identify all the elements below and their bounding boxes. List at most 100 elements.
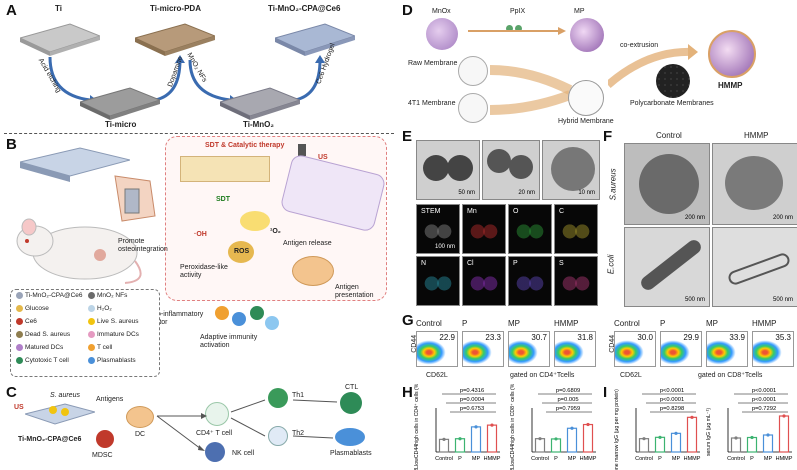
elemental-map-mn: Mn bbox=[462, 204, 506, 254]
x-tick-label: P bbox=[658, 456, 662, 462]
label-sdt: SDT bbox=[216, 196, 230, 203]
label-material-c: Ti-MnO₂-CPA@Ce6 bbox=[18, 436, 82, 443]
y-axis-label: serum IgG (μg mL⁻¹) bbox=[706, 408, 712, 456]
data-point bbox=[538, 437, 542, 441]
flow-percentage: 35.3 bbox=[775, 333, 791, 342]
x-tick-label: MP bbox=[568, 456, 577, 462]
bar bbox=[730, 437, 742, 453]
panel-label-i: I bbox=[603, 384, 608, 401]
th2-cell bbox=[268, 426, 288, 446]
tem-ecoli-hmmp: 500 nm bbox=[712, 227, 797, 307]
p-value: p<0.0001 bbox=[660, 388, 684, 394]
p-value: p=0.6753 bbox=[460, 406, 484, 412]
bar bbox=[470, 426, 482, 453]
dc-cell bbox=[292, 256, 334, 286]
hybrid-membrane-vesicle bbox=[568, 80, 604, 116]
tem-image-2: 20 nm bbox=[482, 140, 540, 200]
x-tick-label: HMMP bbox=[484, 456, 501, 462]
mp-particle bbox=[570, 18, 604, 52]
bar bbox=[762, 434, 774, 453]
panel-label-d: D bbox=[402, 2, 413, 19]
flow-group-label: P bbox=[462, 319, 468, 328]
data-point bbox=[474, 425, 478, 429]
ctl-cell bbox=[340, 392, 362, 414]
ti-plate bbox=[18, 18, 102, 58]
bar bbox=[534, 438, 546, 453]
legend-item: Dead S. aureus bbox=[16, 331, 70, 338]
p-value: p=0.005 bbox=[557, 397, 578, 403]
elemental-map-label: Mn bbox=[467, 208, 477, 215]
panel-g: CD44 CD62L gated on CD4⁺Tcells CD44 CD62… bbox=[398, 312, 797, 384]
label-ti: Ti bbox=[55, 4, 62, 13]
elemental-map-o: O bbox=[508, 204, 552, 254]
data-point bbox=[658, 435, 662, 439]
legend-label: H₂O₂ bbox=[97, 305, 112, 313]
flow-percentage: 22.9 bbox=[439, 333, 455, 342]
label-gated-cd8: gated on CD8⁺Tcells bbox=[698, 372, 763, 379]
label-mnox: MnOx bbox=[432, 8, 451, 15]
label-ti-mno2: Ti-MnO₂ bbox=[243, 120, 274, 129]
panel-label-h: H bbox=[402, 384, 413, 401]
legend-label: T cell bbox=[97, 344, 113, 352]
data-point bbox=[690, 415, 694, 419]
p-value: p=0.4316 bbox=[460, 388, 484, 394]
scale-bar-f3: 500 nm bbox=[684, 297, 705, 303]
bar bbox=[550, 438, 562, 453]
label-dc: DC bbox=[135, 431, 146, 438]
legend-item: Live S. aureus bbox=[88, 318, 139, 325]
label-plasmablasts-c: Plasmablasts bbox=[330, 450, 372, 457]
label-mp: MP bbox=[574, 8, 585, 15]
legend-swatch bbox=[16, 305, 23, 312]
scale-bar-3: 10 nm bbox=[578, 190, 595, 196]
elemental-map-label: S bbox=[559, 260, 564, 267]
panel-a: Ti Ti-micro-PDA Ti-MnO₂-CPA@Ce6 Acid etc… bbox=[0, 0, 398, 132]
bar bbox=[582, 423, 594, 453]
dc-cell-c bbox=[126, 406, 154, 428]
material-plate-c bbox=[25, 403, 95, 425]
elemental-map-label: N bbox=[421, 260, 427, 267]
elemental-map-label: C bbox=[559, 208, 565, 215]
cd4-cell bbox=[205, 402, 229, 426]
legend-item: Ti-MnO₂-CPA@Ce6 bbox=[16, 292, 83, 299]
label-promote: Promote osteointegration bbox=[118, 238, 168, 253]
data-point bbox=[674, 431, 678, 435]
flow-plot: 30.0 bbox=[614, 331, 656, 367]
label-cd62l-left: CD62L bbox=[426, 372, 448, 379]
divider-ab bbox=[4, 133, 394, 134]
label-ros: ROS bbox=[234, 248, 250, 255]
flow-percentage: 29.9 bbox=[683, 333, 699, 342]
legend-swatch bbox=[88, 305, 95, 312]
label-ecoli-f: E.coli bbox=[606, 254, 616, 275]
bar bbox=[686, 416, 698, 453]
elemental-map-p: P bbox=[508, 256, 552, 306]
legend-swatch bbox=[16, 357, 23, 364]
legend-swatch bbox=[16, 318, 23, 325]
flow-group-label: Control bbox=[614, 319, 640, 328]
ppix-dots bbox=[506, 20, 524, 38]
tem-saureus-hmmp: 200 nm bbox=[712, 143, 797, 225]
label-ppix: PpIX bbox=[510, 8, 526, 15]
legend-label: MnO₂ NFs bbox=[97, 292, 128, 300]
label-oh: ·OH bbox=[194, 231, 207, 238]
legend-label: Live S. aureus bbox=[97, 318, 139, 326]
legend-label: Glucose bbox=[25, 305, 49, 313]
legend-swatch bbox=[88, 318, 95, 325]
label-antigen-presentation: Antigen presentation bbox=[335, 284, 374, 299]
p-value: p=0.8298 bbox=[660, 406, 684, 412]
p-value: p=0.6809 bbox=[556, 388, 580, 394]
x-tick-label: P bbox=[554, 456, 558, 462]
label-raw-membrane: Raw Membrane bbox=[408, 60, 458, 67]
p-value: p=0.0004 bbox=[460, 397, 485, 403]
x-tick-label: MP bbox=[472, 456, 481, 462]
legend-label: Matured DCs bbox=[25, 344, 64, 352]
legend-label: Plasmablasts bbox=[97, 357, 136, 365]
bar bbox=[566, 427, 578, 453]
data-point bbox=[766, 433, 770, 437]
t-cell-3 bbox=[250, 306, 264, 320]
bar bbox=[670, 432, 682, 453]
chart-h1: CD62LlowCD44high cells in CD4⁺ cells (%)… bbox=[414, 384, 501, 470]
x-tick-label: MP bbox=[764, 456, 773, 462]
bar bbox=[454, 438, 466, 453]
